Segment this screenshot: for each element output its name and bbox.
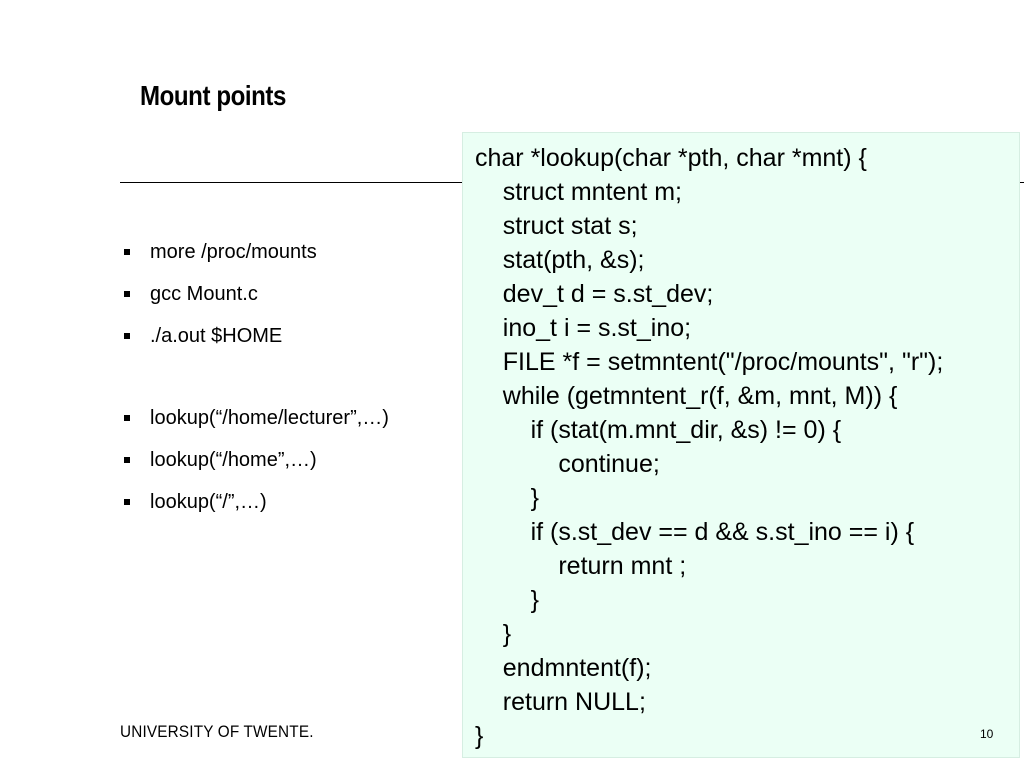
code-line: return NULL; xyxy=(475,688,646,716)
bullet-text: lookup(“/home/lecturer”,…) xyxy=(150,407,389,429)
code-line: FILE *f = setmntent("/proc/mounts", "r")… xyxy=(475,348,944,376)
bullet-square-icon xyxy=(124,457,130,463)
code-line: while (getmntent_r(f, &m, mnt, M)) { xyxy=(475,382,898,410)
bullet-text: gcc Mount.c xyxy=(150,283,258,305)
university-logo: UNIVERSITY OF TWENTE. xyxy=(120,722,314,741)
page-number: 10 xyxy=(980,727,994,741)
bullet-text: ./a.out $HOME xyxy=(150,325,283,347)
code-line: } xyxy=(475,586,539,614)
bullet-text: more /proc/mounts xyxy=(150,241,317,263)
bullet-square-icon xyxy=(124,499,130,505)
code-listing: char *lookup(char *pth, char *mnt) { str… xyxy=(462,132,1020,758)
code-line: struct stat s; xyxy=(475,212,638,240)
code-line: } xyxy=(475,484,539,512)
code-line: } xyxy=(475,722,484,750)
bullet-square-icon xyxy=(124,291,130,297)
bullet-square-icon xyxy=(124,333,130,339)
code-line: if (stat(m.mnt_dir, &s) != 0) { xyxy=(475,416,842,444)
code-line: stat(pth, &s); xyxy=(475,246,645,274)
code-line: } xyxy=(475,620,512,648)
slide-title: Mount points xyxy=(140,80,286,111)
code-line: struct mntent m; xyxy=(475,178,682,206)
code-line: char *lookup(char *pth, char *mnt) { xyxy=(475,144,867,172)
bullet-square-icon xyxy=(124,415,130,421)
code-line: return mnt ; xyxy=(475,552,687,580)
bullet-square-icon xyxy=(124,249,130,255)
bullet-text: lookup(“/”,…) xyxy=(150,491,267,513)
code-line: dev_t d = s.st_dev; xyxy=(475,280,714,308)
code-line: continue; xyxy=(475,450,660,478)
code-line: if (s.st_dev == d && s.st_ino == i) { xyxy=(475,518,915,546)
code-line: endmntent(f); xyxy=(475,654,652,682)
bullet-text: lookup(“/home”,…) xyxy=(150,449,317,471)
code-line: ino_t i = s.st_ino; xyxy=(475,314,692,342)
